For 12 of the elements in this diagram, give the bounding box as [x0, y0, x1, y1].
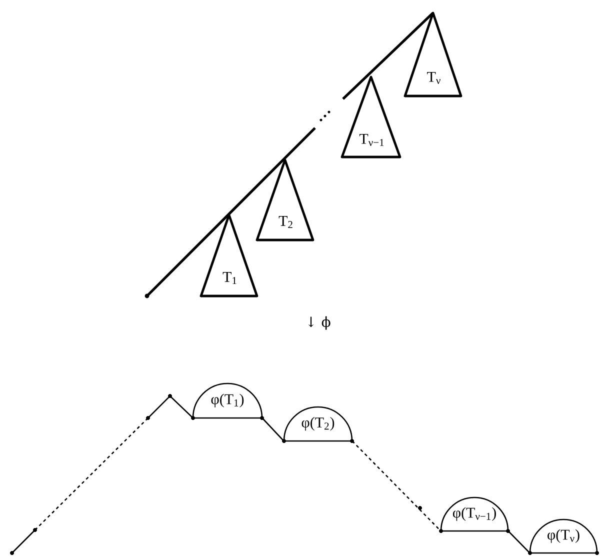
semicircle: φ(T$_{ν−1}$) — [439, 496, 510, 533]
path-line — [508, 530, 530, 554]
subtree-triangle: T$_{ν−1}$ — [340, 76, 402, 158]
semicircle: φ(T$_{ν}$) — [528, 518, 599, 555]
subtree-triangle: T$_{1}$ — [200, 214, 258, 298]
subtree-triangle: T$_{ν}$ — [404, 12, 462, 98]
semicircle: φ(T$_{1}$) — [191, 382, 264, 420]
map-label: ↓ ϕ — [308, 316, 330, 330]
subtree-triangle: T$_{2}$ — [256, 158, 314, 242]
path-line — [352, 440, 442, 532]
semicircle: φ(T$_{2}$) — [282, 406, 354, 443]
path-line — [262, 418, 284, 442]
